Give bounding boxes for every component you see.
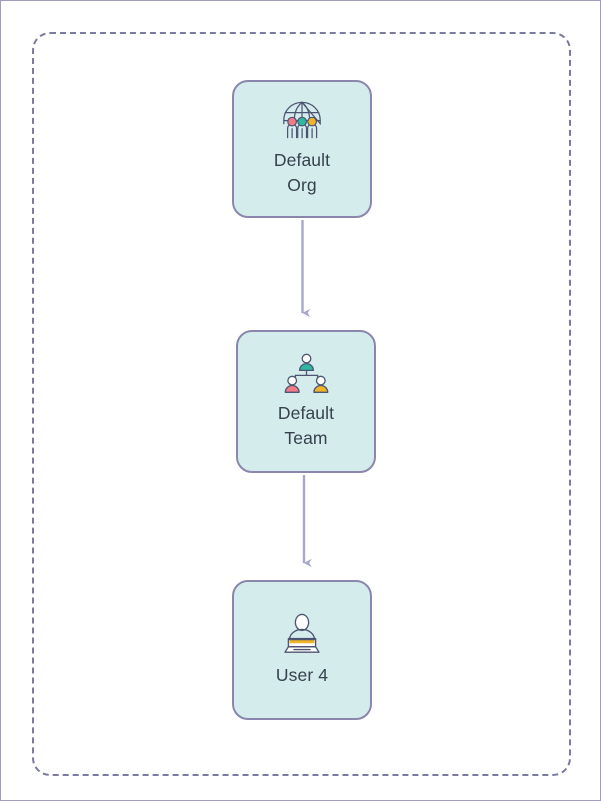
node-default-org[interactable]: Default Org	[232, 80, 372, 218]
org-chart-people-icon	[284, 353, 329, 393]
node-label: Default Team	[277, 402, 335, 448]
globe-people-icon	[279, 100, 325, 140]
node-label: User 4	[275, 664, 329, 685]
user-laptop-icon	[280, 613, 324, 655]
node-default-team[interactable]: Default Team	[236, 330, 376, 473]
node-user-4[interactable]: User 4	[232, 580, 372, 720]
node-label: Default Org	[273, 150, 331, 195]
group-container	[32, 32, 571, 776]
